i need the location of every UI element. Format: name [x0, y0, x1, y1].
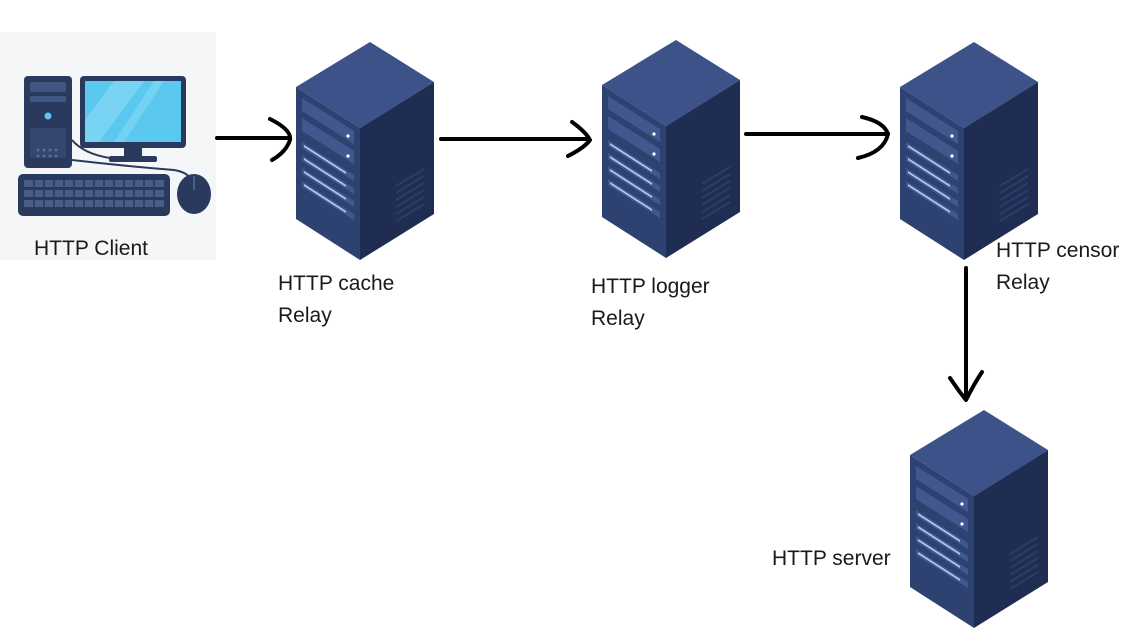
node-label-line: Relay [278, 304, 332, 327]
arrow-logger-to-censor [744, 115, 890, 160]
node-label-line: HTTP Client [34, 237, 148, 260]
server-icon [296, 42, 434, 260]
node-label-line: HTTP logger [591, 275, 710, 298]
node-label-line: HTTP server [772, 547, 891, 570]
node-label-line: HTTP censor [996, 239, 1120, 262]
node-label-client: HTTP Client [34, 233, 148, 265]
arrow-censor-to-server [948, 266, 984, 402]
node-label-line: HTTP cache [278, 272, 395, 295]
server-icon [602, 40, 740, 258]
server-icon [900, 42, 1038, 260]
arrow-client-to-cache [215, 117, 293, 162]
arrow-cache-to-logger [439, 120, 592, 158]
node-label-server: HTTP server [772, 543, 891, 575]
server-icon [910, 410, 1048, 628]
node-label-line: Relay [591, 307, 645, 330]
desktop-computer-icon [18, 76, 211, 216]
node-label-line: Relay [996, 271, 1050, 294]
